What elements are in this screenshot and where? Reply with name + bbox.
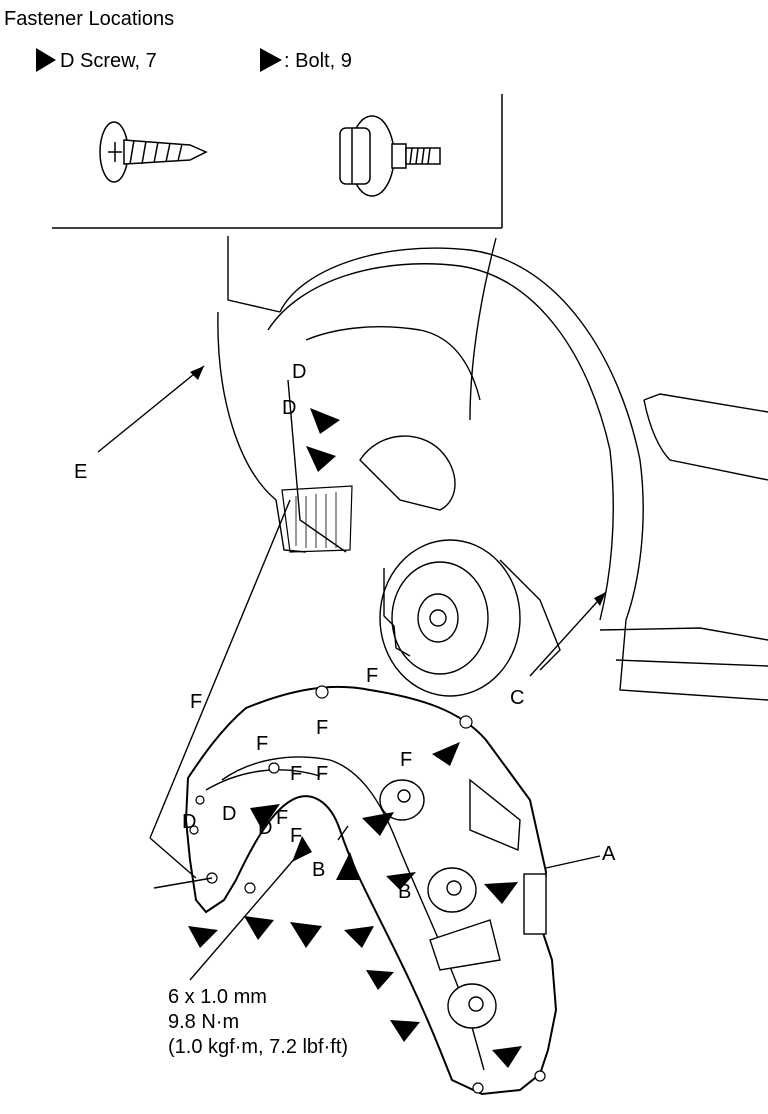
callout-c: C (510, 687, 525, 709)
callout-f-6: F (316, 763, 329, 785)
callout-d-1: D (292, 361, 307, 383)
callout-f-5: F (290, 763, 303, 785)
callout-f-8: F (276, 807, 289, 829)
screw-legend-label: D Screw, 7 (60, 50, 157, 72)
callout-f-1: F (190, 691, 203, 713)
callout-a: A (602, 843, 616, 865)
liner-holes (189, 685, 546, 1094)
vehicle-body-outline (217, 236, 768, 701)
arrow-e-icon (190, 366, 204, 380)
screw-illustration (99, 121, 208, 183)
callout-d-3: D (182, 811, 197, 833)
wheel-hub-illustration (359, 435, 561, 697)
diagram-title: Fastener Locations (4, 8, 175, 30)
callout-d-2: D (282, 397, 297, 419)
torque-spec-size: 6 x 1.0 mm (168, 986, 267, 1008)
callout-f-7: F (400, 749, 413, 771)
callout-f-4: F (256, 733, 269, 755)
callout-b-2: B (398, 881, 412, 903)
callout-b-1: B (312, 859, 326, 881)
screw-marker-icon (36, 48, 56, 72)
leader-lines (97, 365, 607, 981)
callout-d-5: D (258, 817, 273, 839)
liner-bosses (379, 778, 547, 1029)
callout-f-9: F (290, 825, 303, 847)
fastener-legend-box (52, 94, 503, 229)
bolt-illustration (339, 115, 441, 197)
callout-e: E (74, 461, 88, 483)
arrow-c-icon (594, 592, 606, 606)
bolt-marker-icon (260, 48, 282, 72)
torque-spec-nm: 9.8 N·m (168, 1011, 240, 1033)
torque-spec-imperial: (1.0 kgf·m, 7.2 lbf·ft) (168, 1036, 349, 1058)
inner-fender-liner (184, 685, 558, 1096)
callout-f-3: F (316, 717, 329, 739)
mud-flap (281, 485, 353, 553)
callout-f-2: F (366, 665, 379, 687)
fastener-markers (188, 408, 522, 1068)
callout-d-4: D (222, 803, 237, 825)
bolt-legend-label: : Bolt, 9 (284, 50, 352, 72)
